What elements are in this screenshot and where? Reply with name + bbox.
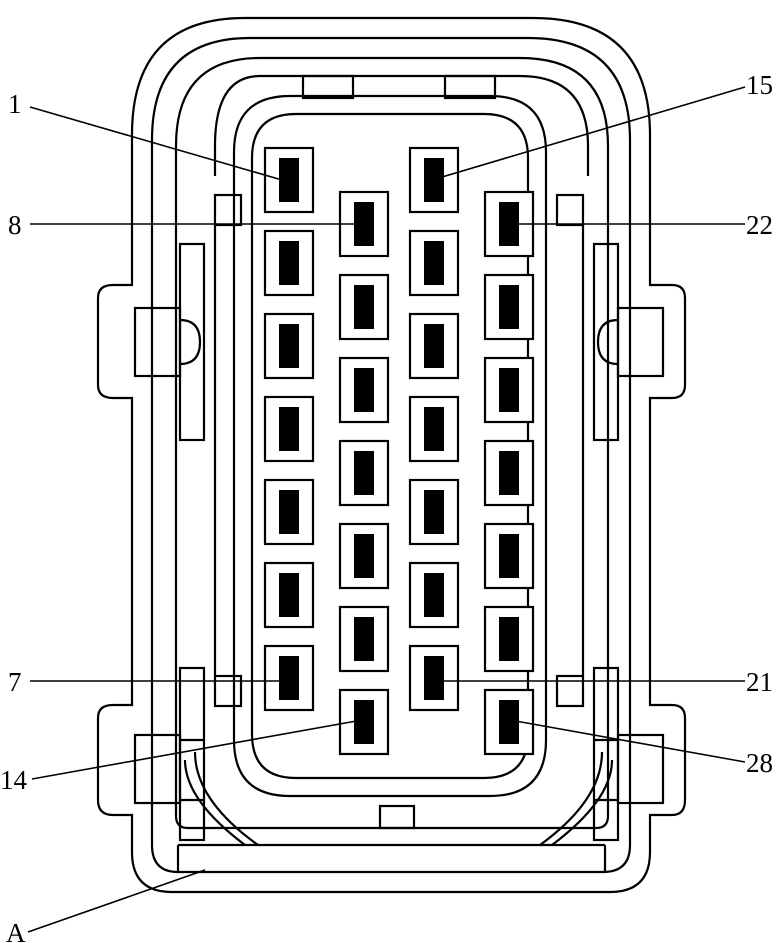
pin-contact-21 (424, 656, 444, 700)
pin-contact-3 (279, 324, 299, 368)
pin-contact-20 (424, 573, 444, 617)
left-latch (133, 242, 259, 846)
inner-shroud (174, 56, 610, 830)
pin-contact-27 (499, 617, 519, 661)
pin-contact-18 (424, 407, 444, 451)
pin-contact-5 (279, 490, 299, 534)
pin-contact-22 (499, 202, 519, 246)
label-pin-7: 7 (8, 667, 22, 697)
leader-lines (27, 86, 746, 933)
pin-contact-26 (499, 534, 519, 578)
pin-contact-7 (279, 656, 299, 700)
label-pin-15: 15 (746, 70, 773, 100)
pin-contact-1 (279, 158, 299, 202)
leader-housing (27, 869, 206, 933)
pin-contact-11 (354, 451, 374, 495)
label-pin-8: 8 (8, 210, 22, 240)
label-housing: A (6, 918, 26, 943)
label-pin-1: 1 (8, 89, 22, 119)
pin-contact-14 (354, 700, 374, 744)
pin-contact-12 (354, 534, 374, 578)
pin-contact-13 (354, 617, 374, 661)
leader-pin-1 (29, 106, 283, 181)
pin-contact-8 (354, 202, 374, 246)
pin-contact-23 (499, 285, 519, 329)
pin-contact-25 (499, 451, 519, 495)
right-latch (539, 242, 665, 846)
leader-pin-15 (431, 86, 746, 181)
pin-contact-19 (424, 490, 444, 534)
label-pin-22: 22 (746, 210, 773, 240)
pin-contact-16 (424, 241, 444, 285)
label-pin-28: 28 (746, 748, 773, 778)
leader-pin-28 (509, 719, 746, 763)
pin-labels: 1 8 7 14 15 22 21 28 A (0, 70, 773, 943)
pin-contact-28 (499, 700, 519, 744)
label-pin-21: 21 (746, 667, 773, 697)
pin-contact-9 (354, 285, 374, 329)
pin-contact-10 (354, 368, 374, 412)
pin-contact-4 (279, 407, 299, 451)
pin-contact-24 (499, 368, 519, 412)
pin-contact-2 (279, 241, 299, 285)
label-pin-14: 14 (0, 765, 28, 795)
leader-pin-14 (31, 719, 363, 780)
pin-terminals (263, 146, 535, 756)
pin-cavity (213, 94, 585, 830)
pin-contact-6 (279, 573, 299, 617)
pin-contact-17 (424, 324, 444, 368)
connector-housing (96, 16, 687, 894)
